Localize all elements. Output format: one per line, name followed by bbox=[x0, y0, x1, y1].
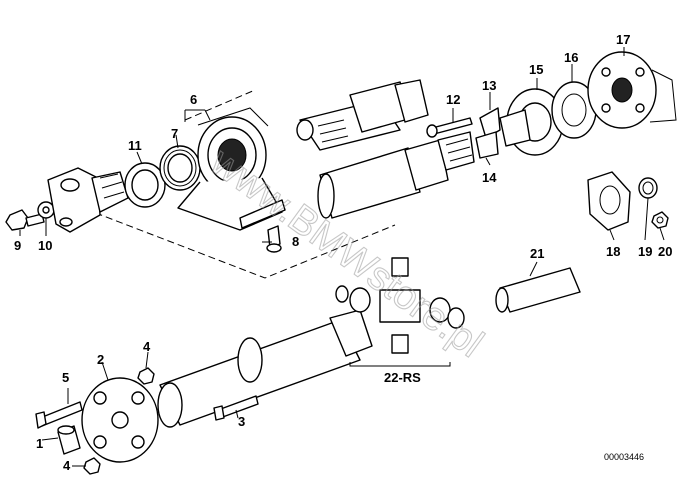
callout-4-lower: 4 bbox=[63, 458, 71, 473]
callout-6: 6 bbox=[190, 92, 197, 107]
callout-20: 20 bbox=[658, 244, 672, 259]
part-19-circlip bbox=[638, 177, 658, 199]
part-22-universal-joint bbox=[335, 257, 465, 367]
callout-11: 11 bbox=[128, 138, 142, 153]
leader-lines bbox=[19, 47, 665, 467]
callout-18: 18 bbox=[606, 244, 620, 259]
flange-yoke bbox=[47, 167, 129, 233]
part-10-washer bbox=[37, 201, 55, 219]
part-7-bearing bbox=[159, 145, 201, 191]
part-1-bushing bbox=[57, 425, 81, 455]
part-6-center-mount bbox=[177, 107, 286, 231]
part-14-lock-ring bbox=[475, 131, 499, 159]
lower-tube-shaft bbox=[317, 131, 475, 219]
part-4-nut-upper bbox=[137, 367, 155, 385]
part-4-nut-lower bbox=[83, 457, 101, 475]
part-5-bolt bbox=[35, 401, 83, 429]
part-12-bolt bbox=[426, 117, 473, 138]
part-15-flange bbox=[499, 88, 564, 156]
callout-9: 9 bbox=[14, 238, 21, 253]
center-bearing-group-outline bbox=[74, 89, 396, 279]
part-17-flex-disc bbox=[587, 51, 677, 129]
callout-19: 19 bbox=[638, 244, 652, 259]
callout-2: 2 bbox=[97, 352, 104, 367]
part-3-bolt bbox=[213, 395, 259, 421]
part-18-lock-plate bbox=[587, 171, 631, 231]
part-21-grease-tube bbox=[495, 267, 581, 313]
callout-4-upper: 4 bbox=[143, 339, 151, 354]
callout-14: 14 bbox=[482, 170, 497, 185]
part-16-shim bbox=[551, 81, 597, 139]
callout-5: 5 bbox=[62, 370, 69, 385]
callout-22-rs: 22-RS bbox=[384, 370, 421, 385]
callout-3: 3 bbox=[238, 414, 245, 429]
upper-splined-shaft bbox=[296, 79, 429, 151]
callout-21: 21 bbox=[530, 246, 544, 261]
callout-15: 15 bbox=[529, 62, 543, 77]
callout-17: 17 bbox=[616, 32, 630, 47]
callout-16: 16 bbox=[564, 50, 578, 65]
catalog-number: 00003446 bbox=[604, 452, 644, 462]
part-13-clamp bbox=[479, 107, 501, 139]
part-2-flex-joint bbox=[81, 377, 159, 463]
callout-1: 1 bbox=[36, 436, 43, 451]
part-11-dust-ring bbox=[124, 162, 166, 208]
part-20-nut bbox=[651, 211, 669, 229]
callout-7: 7 bbox=[171, 126, 178, 141]
callout-8: 8 bbox=[292, 234, 299, 249]
callout-13: 13 bbox=[482, 78, 496, 93]
callout-10: 10 bbox=[38, 238, 52, 253]
part-9-bolt bbox=[5, 209, 45, 231]
callout-12: 12 bbox=[446, 92, 460, 107]
lower-driveshaft bbox=[157, 309, 373, 428]
